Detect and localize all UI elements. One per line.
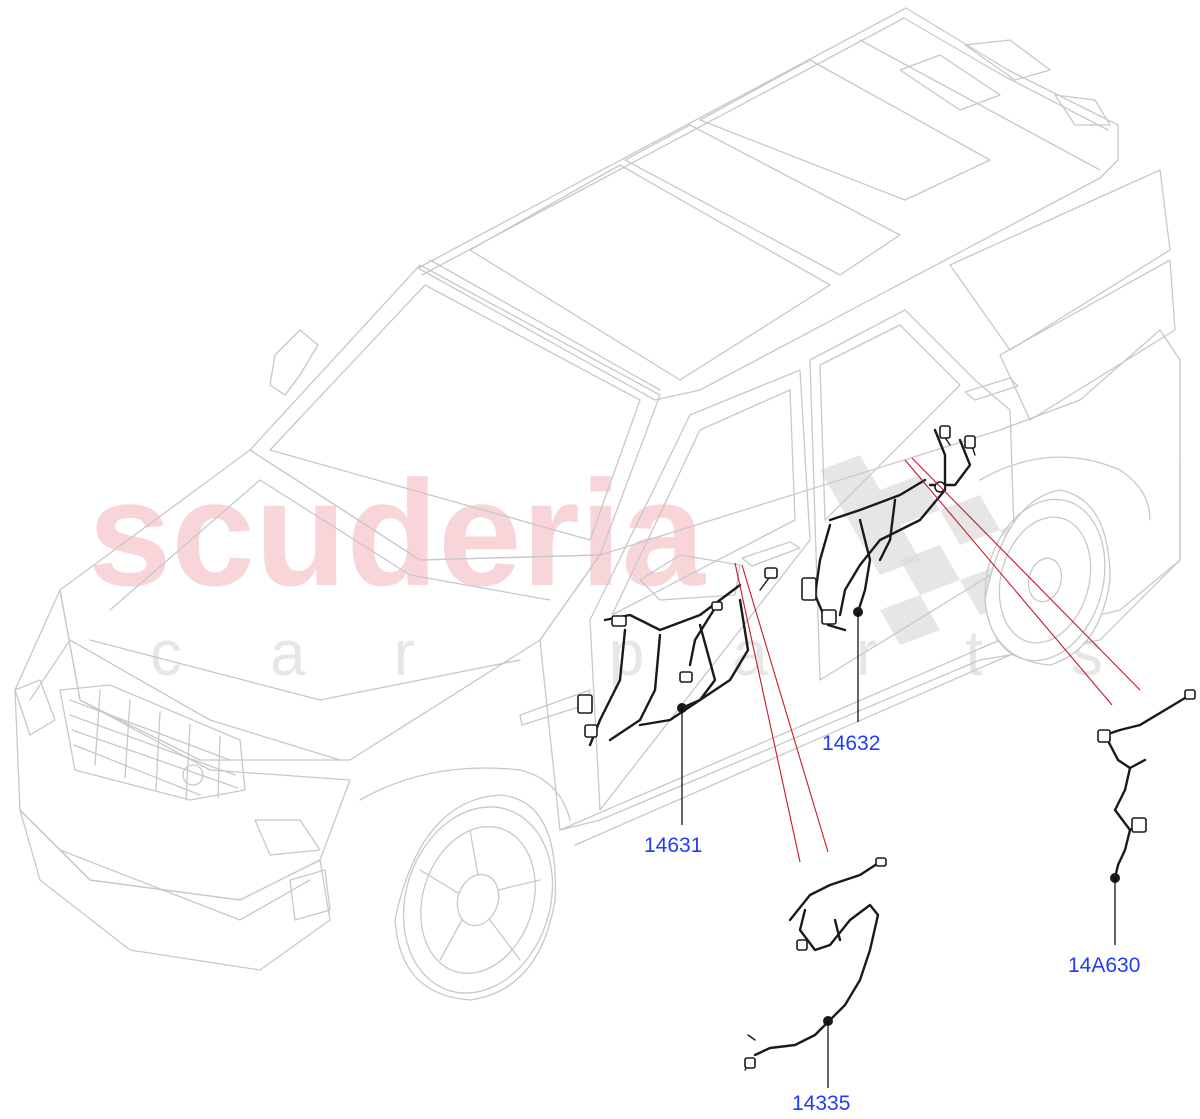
- front-door-harness-installed: [577, 567, 778, 747]
- vehicle-outline: [14, 7, 1181, 1001]
- watermark-brand: scuderia: [88, 449, 707, 617]
- callout-14335[interactable]: 14335: [792, 1092, 850, 1115]
- callout-labels: 14631 14632 14335 14A630: [644, 732, 1140, 1115]
- grille-mesh: [69, 689, 239, 801]
- badge-icon: [182, 764, 204, 786]
- harness-14335-detail: [744, 857, 887, 1071]
- callout-14632[interactable]: 14632: [822, 732, 880, 755]
- leader-lines: [681, 612, 1116, 1088]
- callout-14631[interactable]: 14631: [644, 834, 702, 857]
- reference-lines: [734, 457, 1141, 863]
- watermark-tagline: car parts: [150, 617, 1191, 689]
- callout-14a630[interactable]: 14A630: [1068, 954, 1140, 977]
- harness-14a630-detail: [1097, 689, 1196, 883]
